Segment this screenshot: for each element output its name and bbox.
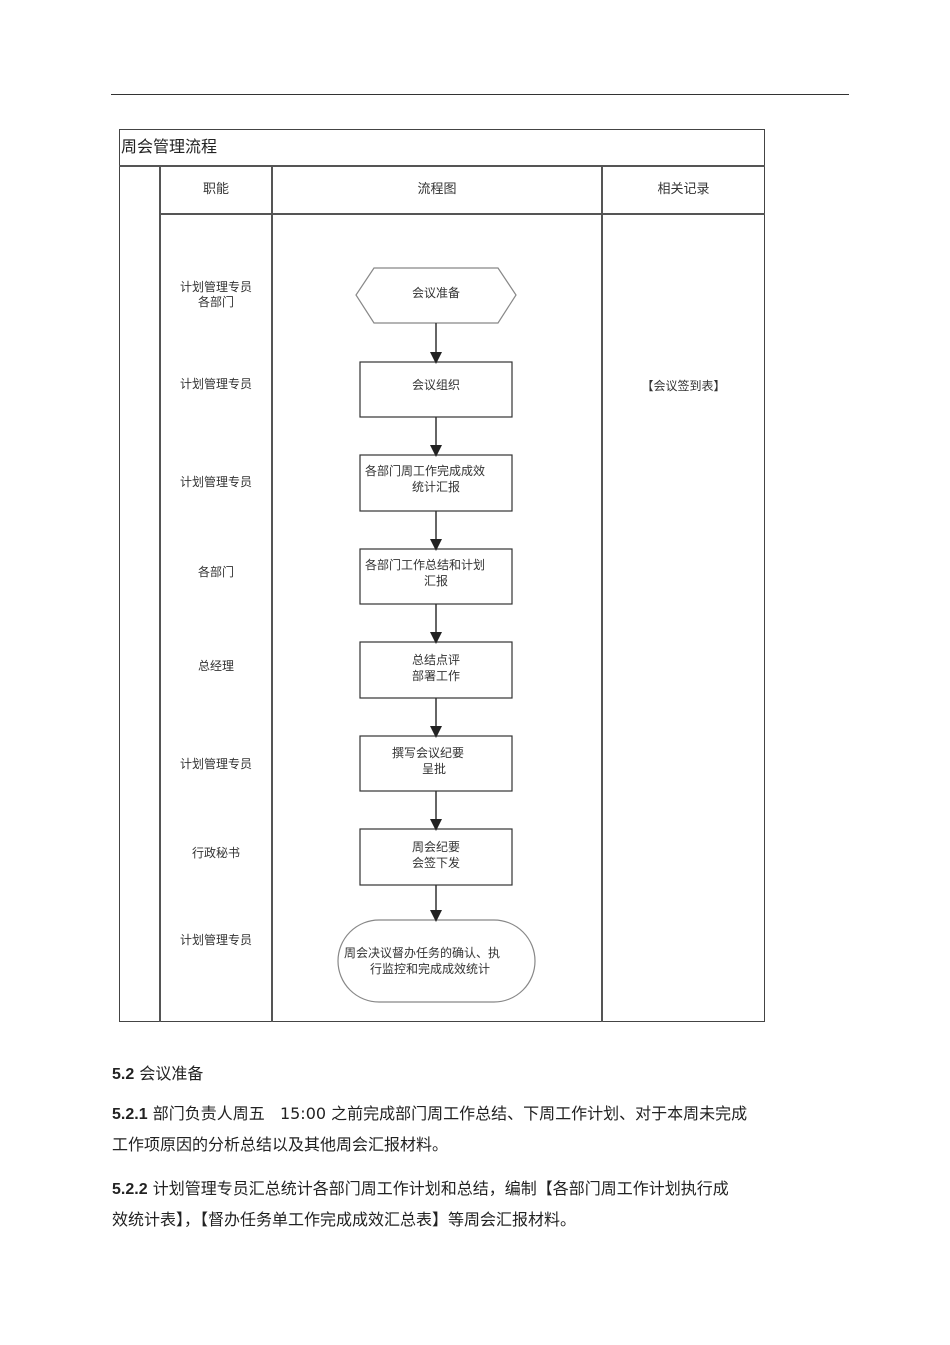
role-text: 总经理 (197, 659, 234, 673)
role-text: 计划管理专员 (179, 280, 252, 294)
paragraph-text: 部门负责人周五 15:00 之前完成部门周工作总结、下周工作计划、对于本周未完成 (152, 1104, 748, 1123)
node-dept-results-report: 各部门周工作完成成效 统计汇报 (360, 463, 512, 495)
left-margin-column-divider (159, 166, 161, 1022)
header-records: 相关记录 (657, 182, 710, 197)
node-resolution-tracking: 周会决议督办任务的确认、执 行监控和完成成效统计 (340, 945, 520, 977)
process-table (119, 129, 765, 1022)
node-meeting-prep: 会议准备 (356, 285, 516, 301)
role-text: 各部门 (197, 295, 234, 309)
section-number: 5.2 (112, 1066, 135, 1083)
role-cell: 行政秘书 (160, 846, 272, 861)
node-text: 会签下发 (411, 856, 460, 870)
node-meeting-organize: 会议组织 (360, 377, 512, 393)
role-text: 计划管理专员 (179, 475, 252, 489)
section-number: 5.2.1 (112, 1106, 148, 1123)
header-divider (160, 213, 765, 215)
section-5-2-heading: 5.2 会议准备 (112, 1060, 842, 1089)
record-sign-in-sheet: 【会议签到表】 (641, 379, 726, 393)
role-cell: 计划管理专员 (160, 933, 272, 948)
role-cell: 计划管理专员 各部门 (160, 280, 272, 310)
header-flow: 流程图 (417, 182, 457, 197)
header-role: 职能 (202, 182, 229, 197)
node-text: 周会决议督办任务的确认、执 (344, 946, 501, 960)
paragraph-text: 效统计表】，【督办任务单工作完成成效汇总表】等周会汇报材料。 (112, 1210, 577, 1229)
paragraph-text: 工作项原因的分析总结以及其他周会汇报材料。 (112, 1135, 449, 1154)
node-text: 各部门周工作完成成效 (365, 464, 486, 478)
title-divider (119, 165, 765, 167)
node-text: 呈批 (421, 762, 446, 776)
node-text: 汇报 (423, 574, 448, 588)
node-text: 统计汇报 (411, 480, 460, 494)
node-text: 部署工作 (411, 669, 460, 683)
role-cell: 计划管理专员 (160, 757, 272, 772)
role-text: 计划管理专员 (179, 933, 252, 947)
node-gm-review: 总结点评 部署工作 (360, 652, 512, 684)
node-text: 总结点评 (411, 653, 460, 667)
node-text: 会议组织 (411, 378, 460, 392)
header-rule (111, 94, 849, 95)
role-text: 计划管理专员 (179, 377, 252, 391)
paragraph-text: 计划管理专员汇总统计各部门周工作计划和总结，编制【各部门周工作计划执行成 (152, 1179, 729, 1198)
node-text: 行监控和完成成效统计 (369, 962, 490, 976)
role-cell: 计划管理专员 (160, 377, 272, 392)
node-write-minutes: 撰写会议纪要 呈批 (352, 745, 504, 777)
node-text: 撰写会议纪要 (391, 746, 464, 760)
node-text: 周会纪要 (411, 840, 460, 854)
node-minutes-issue: 周会纪要 会签下发 (360, 839, 512, 871)
role-cell: 总经理 (160, 659, 272, 674)
node-hexagon-shape (355, 267, 517, 324)
node-dept-summary-plan: 各部门工作总结和计划 汇报 (360, 557, 512, 589)
role-text: 各部门 (197, 565, 234, 579)
section-5-2-2: 5.2.2 计划管理专员汇总统计各部门周工作计划和总结，编制【各部门周工作计划执… (112, 1175, 842, 1234)
role-column-divider (271, 166, 273, 1022)
role-text: 计划管理专员 (179, 757, 252, 771)
node-box-shape (359, 548, 513, 605)
role-cell: 计划管理专员 (160, 475, 272, 490)
node-text: 各部门工作总结和计划 (365, 558, 486, 572)
flow-column-divider (601, 166, 603, 1022)
node-box-shape (359, 828, 513, 886)
section-title: 会议准备 (139, 1064, 204, 1083)
section-5-2-1: 5.2.1 部门负责人周五 15:00 之前完成部门周工作总结、下周工作计划、对… (112, 1100, 842, 1159)
role-text: 行政秘书 (191, 846, 240, 860)
section-number: 5.2.2 (112, 1181, 148, 1198)
table-title: 周会管理流程 (121, 137, 218, 156)
role-cell: 各部门 (160, 565, 272, 580)
node-box-shape (359, 641, 513, 699)
node-text: 会议准备 (411, 286, 460, 300)
